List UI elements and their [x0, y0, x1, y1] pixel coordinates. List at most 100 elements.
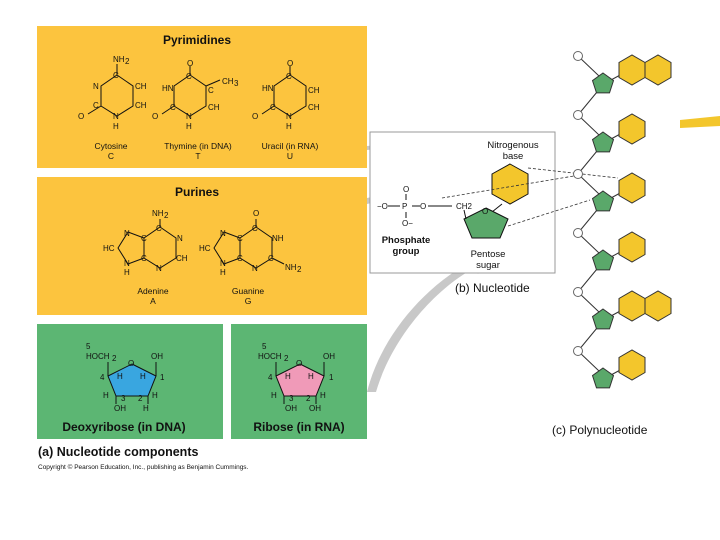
base-fragment	[680, 116, 720, 128]
svg-text:P: P	[402, 202, 407, 211]
phosphate-circle	[573, 287, 583, 297]
svg-text:N: N	[177, 234, 183, 243]
svg-text:O: O	[420, 202, 426, 211]
svg-text:O: O	[252, 112, 258, 121]
svg-text:HOCH: HOCH	[258, 352, 282, 361]
svg-text:C: C	[113, 71, 119, 80]
svg-text:H: H	[113, 122, 119, 131]
svg-text:CH: CH	[222, 77, 234, 86]
caption-part-c: (c) Polynucleotide	[552, 423, 648, 437]
svg-text:4: 4	[100, 373, 105, 382]
svg-text:O: O	[253, 209, 259, 218]
svg-text:C: C	[170, 103, 176, 112]
sugar-label-line1: Pentose	[471, 249, 506, 260]
svg-text:CH: CH	[135, 101, 147, 110]
sugar-pentagon	[591, 249, 615, 271]
svg-text:H: H	[308, 372, 314, 381]
svg-text:OH: OH	[323, 352, 335, 361]
base-hexagon	[618, 172, 646, 204]
svg-text:N: N	[286, 112, 292, 121]
svg-text:NH: NH	[272, 234, 284, 243]
svg-text:CH: CH	[176, 254, 188, 263]
svg-text:H: H	[320, 391, 326, 400]
caption-part-b: (b) Nucleotide	[455, 281, 530, 295]
polynucleotide-chain	[573, 51, 672, 389]
svg-text:NH: NH	[285, 263, 297, 272]
svg-text:NH: NH	[113, 55, 125, 64]
adenine-abbr: A	[150, 296, 156, 306]
svg-text:C: C	[268, 254, 274, 263]
pyrimidines-panel	[37, 26, 367, 168]
phosphate-circle	[573, 51, 583, 61]
svg-text:CH: CH	[135, 82, 147, 91]
svg-text:C: C	[93, 101, 99, 110]
svg-text:2: 2	[284, 354, 289, 363]
svg-text:C: C	[252, 224, 258, 233]
svg-text:O: O	[403, 185, 409, 194]
svg-text:N: N	[113, 112, 119, 121]
cytosine-abbr: C	[108, 151, 114, 161]
svg-text:H: H	[143, 404, 149, 413]
svg-text:5: 5	[262, 342, 267, 351]
svg-text:N: N	[252, 264, 258, 273]
purines-panel	[37, 177, 367, 315]
uracil-abbr: U	[287, 151, 293, 161]
svg-text:C: C	[237, 234, 243, 243]
copyright: Copyright © Pearson Education, Inc., pub…	[38, 463, 249, 471]
svg-text:CH: CH	[208, 103, 220, 112]
svg-text:N: N	[220, 229, 226, 238]
svg-text:C: C	[156, 224, 162, 233]
svg-text:O: O	[287, 59, 293, 68]
svg-text:H: H	[124, 268, 130, 277]
svg-text:4: 4	[268, 373, 273, 382]
base-hexagon	[618, 290, 646, 322]
uracil-name: Uracil (in RNA)	[262, 141, 319, 151]
svg-text:3: 3	[289, 394, 294, 403]
svg-text:C: C	[237, 254, 243, 263]
svg-text:H: H	[152, 391, 158, 400]
base-hexagon	[644, 54, 672, 86]
purines-heading: Purines	[175, 185, 219, 199]
svg-text:HC: HC	[103, 244, 115, 253]
svg-text:H: H	[117, 372, 123, 381]
phosphate-label-line2: group	[393, 246, 420, 257]
svg-text:5: 5	[86, 342, 91, 351]
adenine-name: Adenine	[137, 286, 168, 296]
base-hexagon	[618, 231, 646, 263]
svg-text:1: 1	[329, 373, 334, 382]
svg-text:C: C	[141, 254, 147, 263]
svg-text:O: O	[128, 359, 134, 368]
cytosine-name: Cytosine	[94, 141, 127, 151]
base-label-line1: Nitrogenous	[487, 140, 538, 151]
phosphate-label-line1: Phosphate	[382, 235, 431, 246]
svg-text:O: O	[296, 359, 302, 368]
ribose-ring	[275, 363, 325, 397]
svg-text:N: N	[93, 82, 99, 91]
svg-text:H: H	[220, 268, 226, 277]
svg-text:N: N	[124, 229, 130, 238]
svg-text:N: N	[186, 112, 192, 121]
svg-text:H: H	[186, 122, 192, 131]
sugar-pentagon	[591, 308, 615, 330]
svg-text:H: H	[103, 391, 109, 400]
svg-text:2: 2	[164, 211, 169, 220]
svg-text:3: 3	[234, 79, 239, 88]
ribose-label: Ribose (in RNA)	[253, 420, 344, 434]
guanine-structure	[213, 219, 285, 269]
sugar-label-line2: sugar	[476, 260, 500, 271]
svg-text:1: 1	[160, 373, 165, 382]
sugar-pentagon	[591, 72, 615, 94]
svg-text:H: H	[140, 372, 146, 381]
guanine-abbr: G	[245, 296, 252, 306]
svg-text:H: H	[285, 372, 291, 381]
base-hexagon	[618, 349, 646, 381]
caption-part-a: (a) Nucleotide components	[38, 445, 198, 459]
thymine-name: Thymine (in DNA)	[164, 141, 232, 151]
svg-text:2: 2	[138, 394, 143, 403]
svg-text:OH: OH	[309, 404, 321, 413]
svg-text:O−: O−	[402, 219, 413, 228]
guanine-name: Guanine	[232, 286, 264, 296]
thymine-structure	[161, 66, 221, 117]
deoxyribose-ring	[107, 363, 157, 397]
